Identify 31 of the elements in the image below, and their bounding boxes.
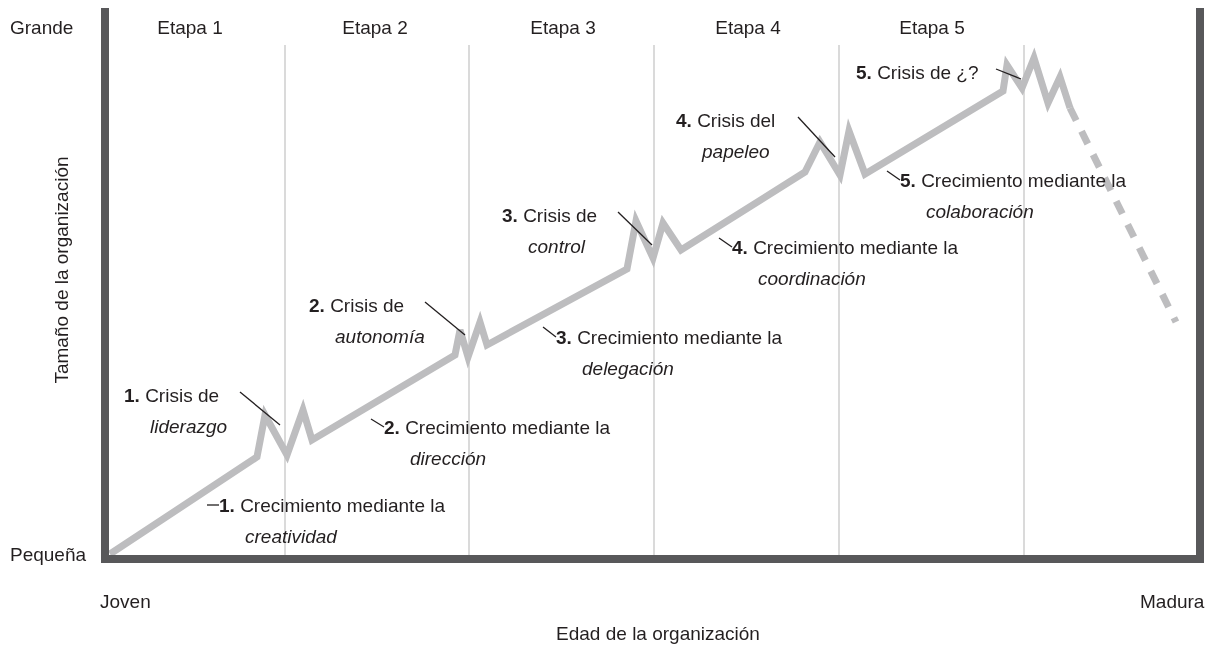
annotation-text: 3. Crisis de control — [502, 200, 644, 262]
leader-line — [370, 418, 385, 428]
leader-line — [886, 170, 901, 181]
leader-line — [206, 504, 220, 506]
leader-line — [617, 211, 653, 246]
leader-line — [239, 391, 281, 426]
axis-label: Joven — [100, 590, 151, 614]
axis-label: Madura — [1140, 590, 1205, 614]
axis-title: Tamaño de la organización — [50, 156, 73, 384]
axis-label: Etapa 1 — [157, 16, 223, 40]
annotation-text: 2. Crecimiento mediante la dirección — [384, 412, 632, 474]
axis-label: Etapa 4 — [715, 16, 781, 40]
axis-label: Etapa 2 — [342, 16, 408, 40]
axis-label: Etapa 3 — [530, 16, 596, 40]
leader-line — [797, 116, 836, 158]
axis-label: Edad de la organización — [556, 622, 760, 646]
annotation-text: 5. Crecimiento mediante la colaboración — [900, 165, 1148, 227]
annotation-text: 3. Crecimiento mediante la delegación — [556, 322, 804, 384]
axis-label: Grande — [10, 16, 74, 40]
annotation-text: 1. Crisis de liderazgo — [124, 380, 266, 442]
annotation-text: 4. Crisis del papeleo — [676, 105, 824, 167]
leader-line — [424, 301, 466, 336]
axis-label: Etapa 5 — [899, 16, 965, 40]
leader-line — [718, 237, 733, 248]
annotation-text: 4. Crecimiento mediante la coordinación — [732, 232, 980, 294]
annotation-text: 5. Crisis de ¿? — [856, 57, 1022, 88]
annotation-text: 2. Crisis de autonomía — [309, 290, 451, 352]
axis-label: Pequeña — [10, 543, 87, 567]
leader-line — [995, 68, 1022, 80]
leader-line — [542, 326, 557, 338]
annotation-text: 1. Crecimiento mediante la creatividad — [219, 490, 467, 552]
